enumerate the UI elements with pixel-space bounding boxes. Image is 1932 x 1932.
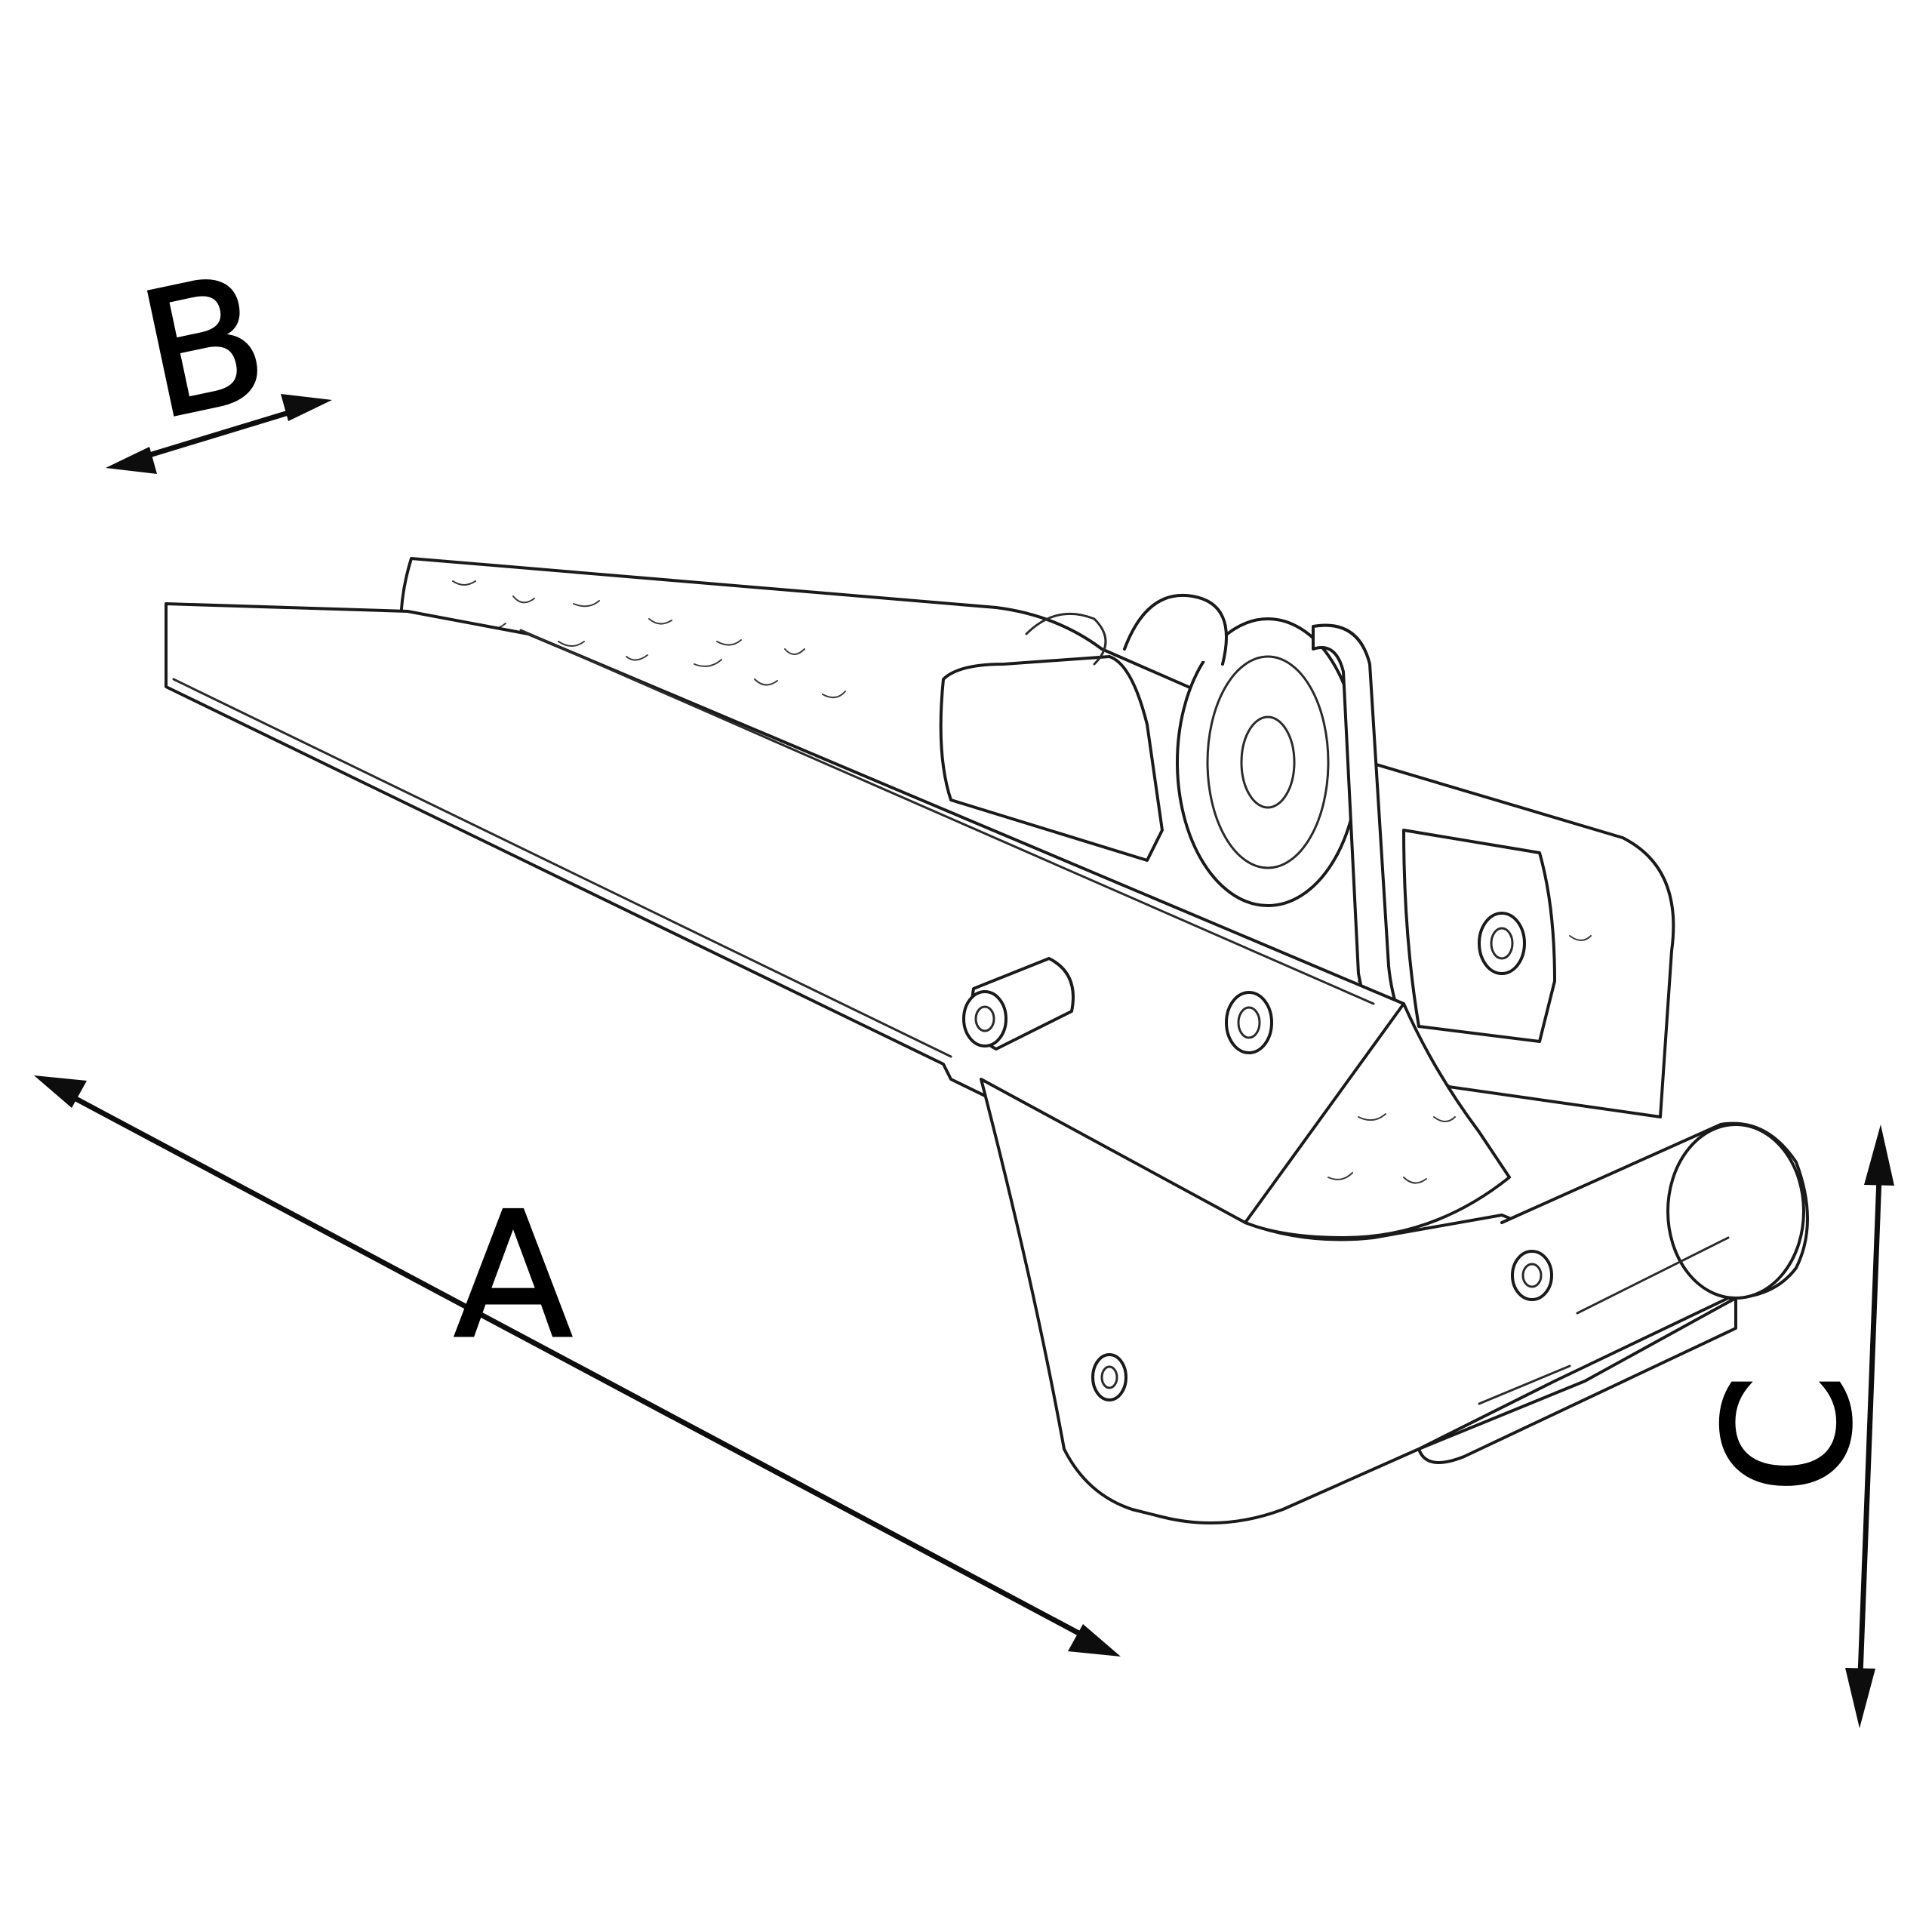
side-plate-rivet-right [1511,1250,1553,1301]
bow-roller-end [1666,1123,1805,1300]
upper-roller-wheel [1176,617,1360,907]
dimension-c: C [1688,1124,1894,1728]
upper-roller-wheel-rim [1206,655,1330,869]
dimension-c-line [1857,1174,1882,1678]
dimension-a: A [34,1075,1121,1657]
side-plate-rivet-left [1091,1353,1128,1401]
dimension-b-line [129,405,309,463]
dimension-b: B [106,236,332,474]
upper-roller-wheel-hub [1240,715,1296,809]
center-wedge-texture [1327,1113,1456,1184]
dimension-c-arrow-start [1864,1124,1894,1186]
dimension-a-line [57,1088,1097,1644]
upper-roller-link [1025,612,1107,666]
front-side-plate [980,1078,1580,1524]
bow-roller-illustration [165,557,1809,1524]
dimension-c-arrow-end [1845,1668,1875,1728]
rail-rivet [1225,991,1273,1054]
rear-plate-bolt [1478,912,1526,975]
upper-roller-shackle [1123,593,1228,666]
under-bracket [1417,1297,1737,1464]
dimension-b-label: B [125,237,283,459]
upper-roller-housing [939,655,1164,862]
under-bracket-detail [1478,1364,1571,1405]
dimension-a-arrow-start [34,1075,87,1108]
center-wedge [1244,1002,1511,1239]
dimension-b-arrow-end [281,394,332,421]
dimension-c-label: C [1689,1374,1890,1495]
front-top-rail-edge [172,678,952,1058]
dimension-a-label: A [454,1176,572,1377]
front-top-rail-inner-edge [519,629,1375,1005]
rail-bushing [962,957,1075,1051]
dimension-a-arrow-end [1068,1624,1121,1657]
dimension-b-arrow-start [106,447,157,474]
rear-plate-bolt-center [1490,927,1514,960]
bow-roller-shadow-line [1576,1236,1730,1315]
